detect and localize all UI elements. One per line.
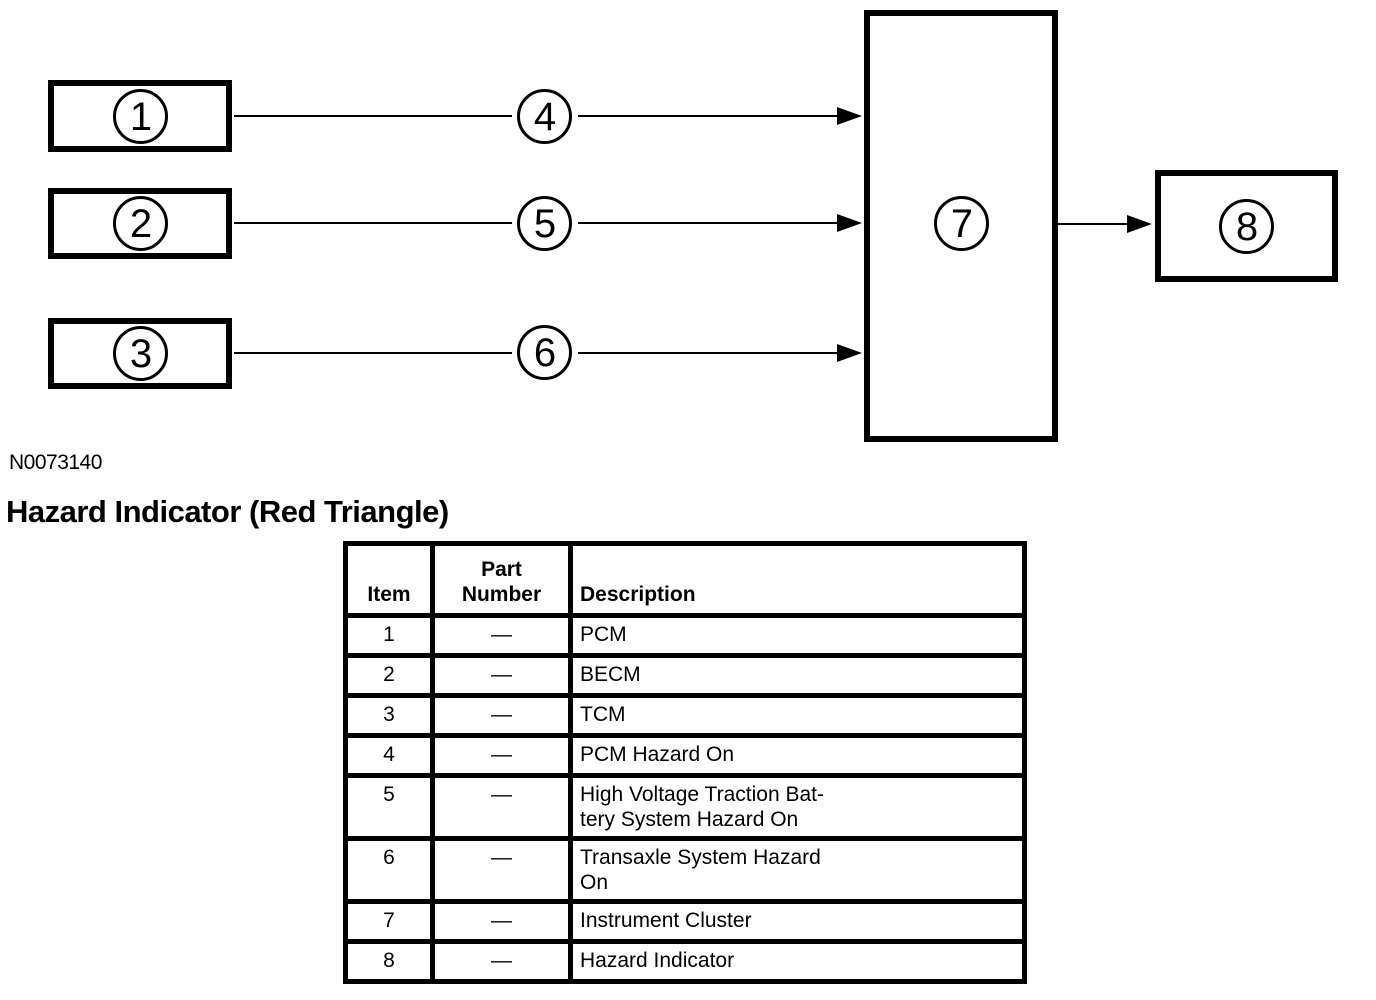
item-cell: 8 xyxy=(348,944,435,984)
table-header-row: Item Part Number Description xyxy=(348,546,1027,618)
part-number-cell: — xyxy=(435,618,573,658)
description-cell: BECM xyxy=(573,658,1027,698)
connector-line-2-left xyxy=(234,222,512,224)
item-column-header: Item xyxy=(348,546,435,618)
table-row: 3—TCM xyxy=(348,698,1027,738)
description-cell: PCM Hazard On xyxy=(573,738,1027,778)
table-row: 2—BECM xyxy=(348,658,1027,698)
description-cell: TCM xyxy=(573,698,1027,738)
connector-line-2-right xyxy=(578,222,838,224)
description-cell: Hazard Indicator xyxy=(573,944,1027,984)
connector-line-1-right xyxy=(578,115,838,117)
item-cell: 4 xyxy=(348,738,435,778)
item-cell: 6 xyxy=(348,841,435,904)
connector-line-1-left xyxy=(234,115,512,117)
callout-7-instrument-cluster: 7 xyxy=(934,196,989,251)
table-row: 7—Instrument Cluster xyxy=(348,904,1027,944)
arrowhead-icon xyxy=(837,214,862,232)
item-cell: 7 xyxy=(348,904,435,944)
arrowhead-icon xyxy=(1127,215,1152,233)
description-cell: PCM xyxy=(573,618,1027,658)
callout-3-tcm: 3 xyxy=(113,326,168,381)
table-row: 1—PCM xyxy=(348,618,1027,658)
table-row: 5—High Voltage Traction Bat- tery System… xyxy=(348,778,1027,841)
description-cell: Transaxle System Hazard On xyxy=(573,841,1027,904)
part-number-column-header: Part Number xyxy=(435,546,573,618)
part-number-cell: — xyxy=(435,841,573,904)
part-number-cell: — xyxy=(435,944,573,984)
description-cell: Instrument Cluster xyxy=(573,904,1027,944)
figure-reference-code: N0073140 xyxy=(9,451,102,474)
item-cell: 2 xyxy=(348,658,435,698)
item-cell: 1 xyxy=(348,618,435,658)
callout-5-hv-battery-hazard-on: 5 xyxy=(517,196,572,251)
part-number-cell: — xyxy=(435,698,573,738)
callout-8-hazard-indicator: 8 xyxy=(1219,199,1274,254)
part-number-cell: — xyxy=(435,904,573,944)
part-number-cell: — xyxy=(435,778,573,841)
table-row: 8—Hazard Indicator xyxy=(348,944,1027,984)
callout-4-pcm-hazard-on: 4 xyxy=(517,89,572,144)
part-number-cell: — xyxy=(435,658,573,698)
item-cell: 5 xyxy=(348,778,435,841)
arrowhead-icon xyxy=(837,344,862,362)
callout-6-transaxle-hazard-on: 6 xyxy=(517,325,572,380)
part-number-cell: — xyxy=(435,738,573,778)
description-column-header: Description xyxy=(573,546,1027,618)
callout-1-pcm: 1 xyxy=(113,89,168,144)
table-row: 4—PCM Hazard On xyxy=(348,738,1027,778)
arrowhead-icon xyxy=(837,107,862,125)
table-row: 6—Transaxle System Hazard On xyxy=(348,841,1027,904)
callout-2-becm: 2 xyxy=(113,196,168,251)
connector-line-3-left xyxy=(234,352,512,354)
connector-line-3-right xyxy=(578,352,838,354)
connector-line-cluster-to-indicator xyxy=(1058,223,1128,225)
description-cell: High Voltage Traction Bat- tery System H… xyxy=(573,778,1027,841)
page-title: Hazard Indicator (Red Triangle) xyxy=(6,494,449,529)
item-cell: 3 xyxy=(348,698,435,738)
